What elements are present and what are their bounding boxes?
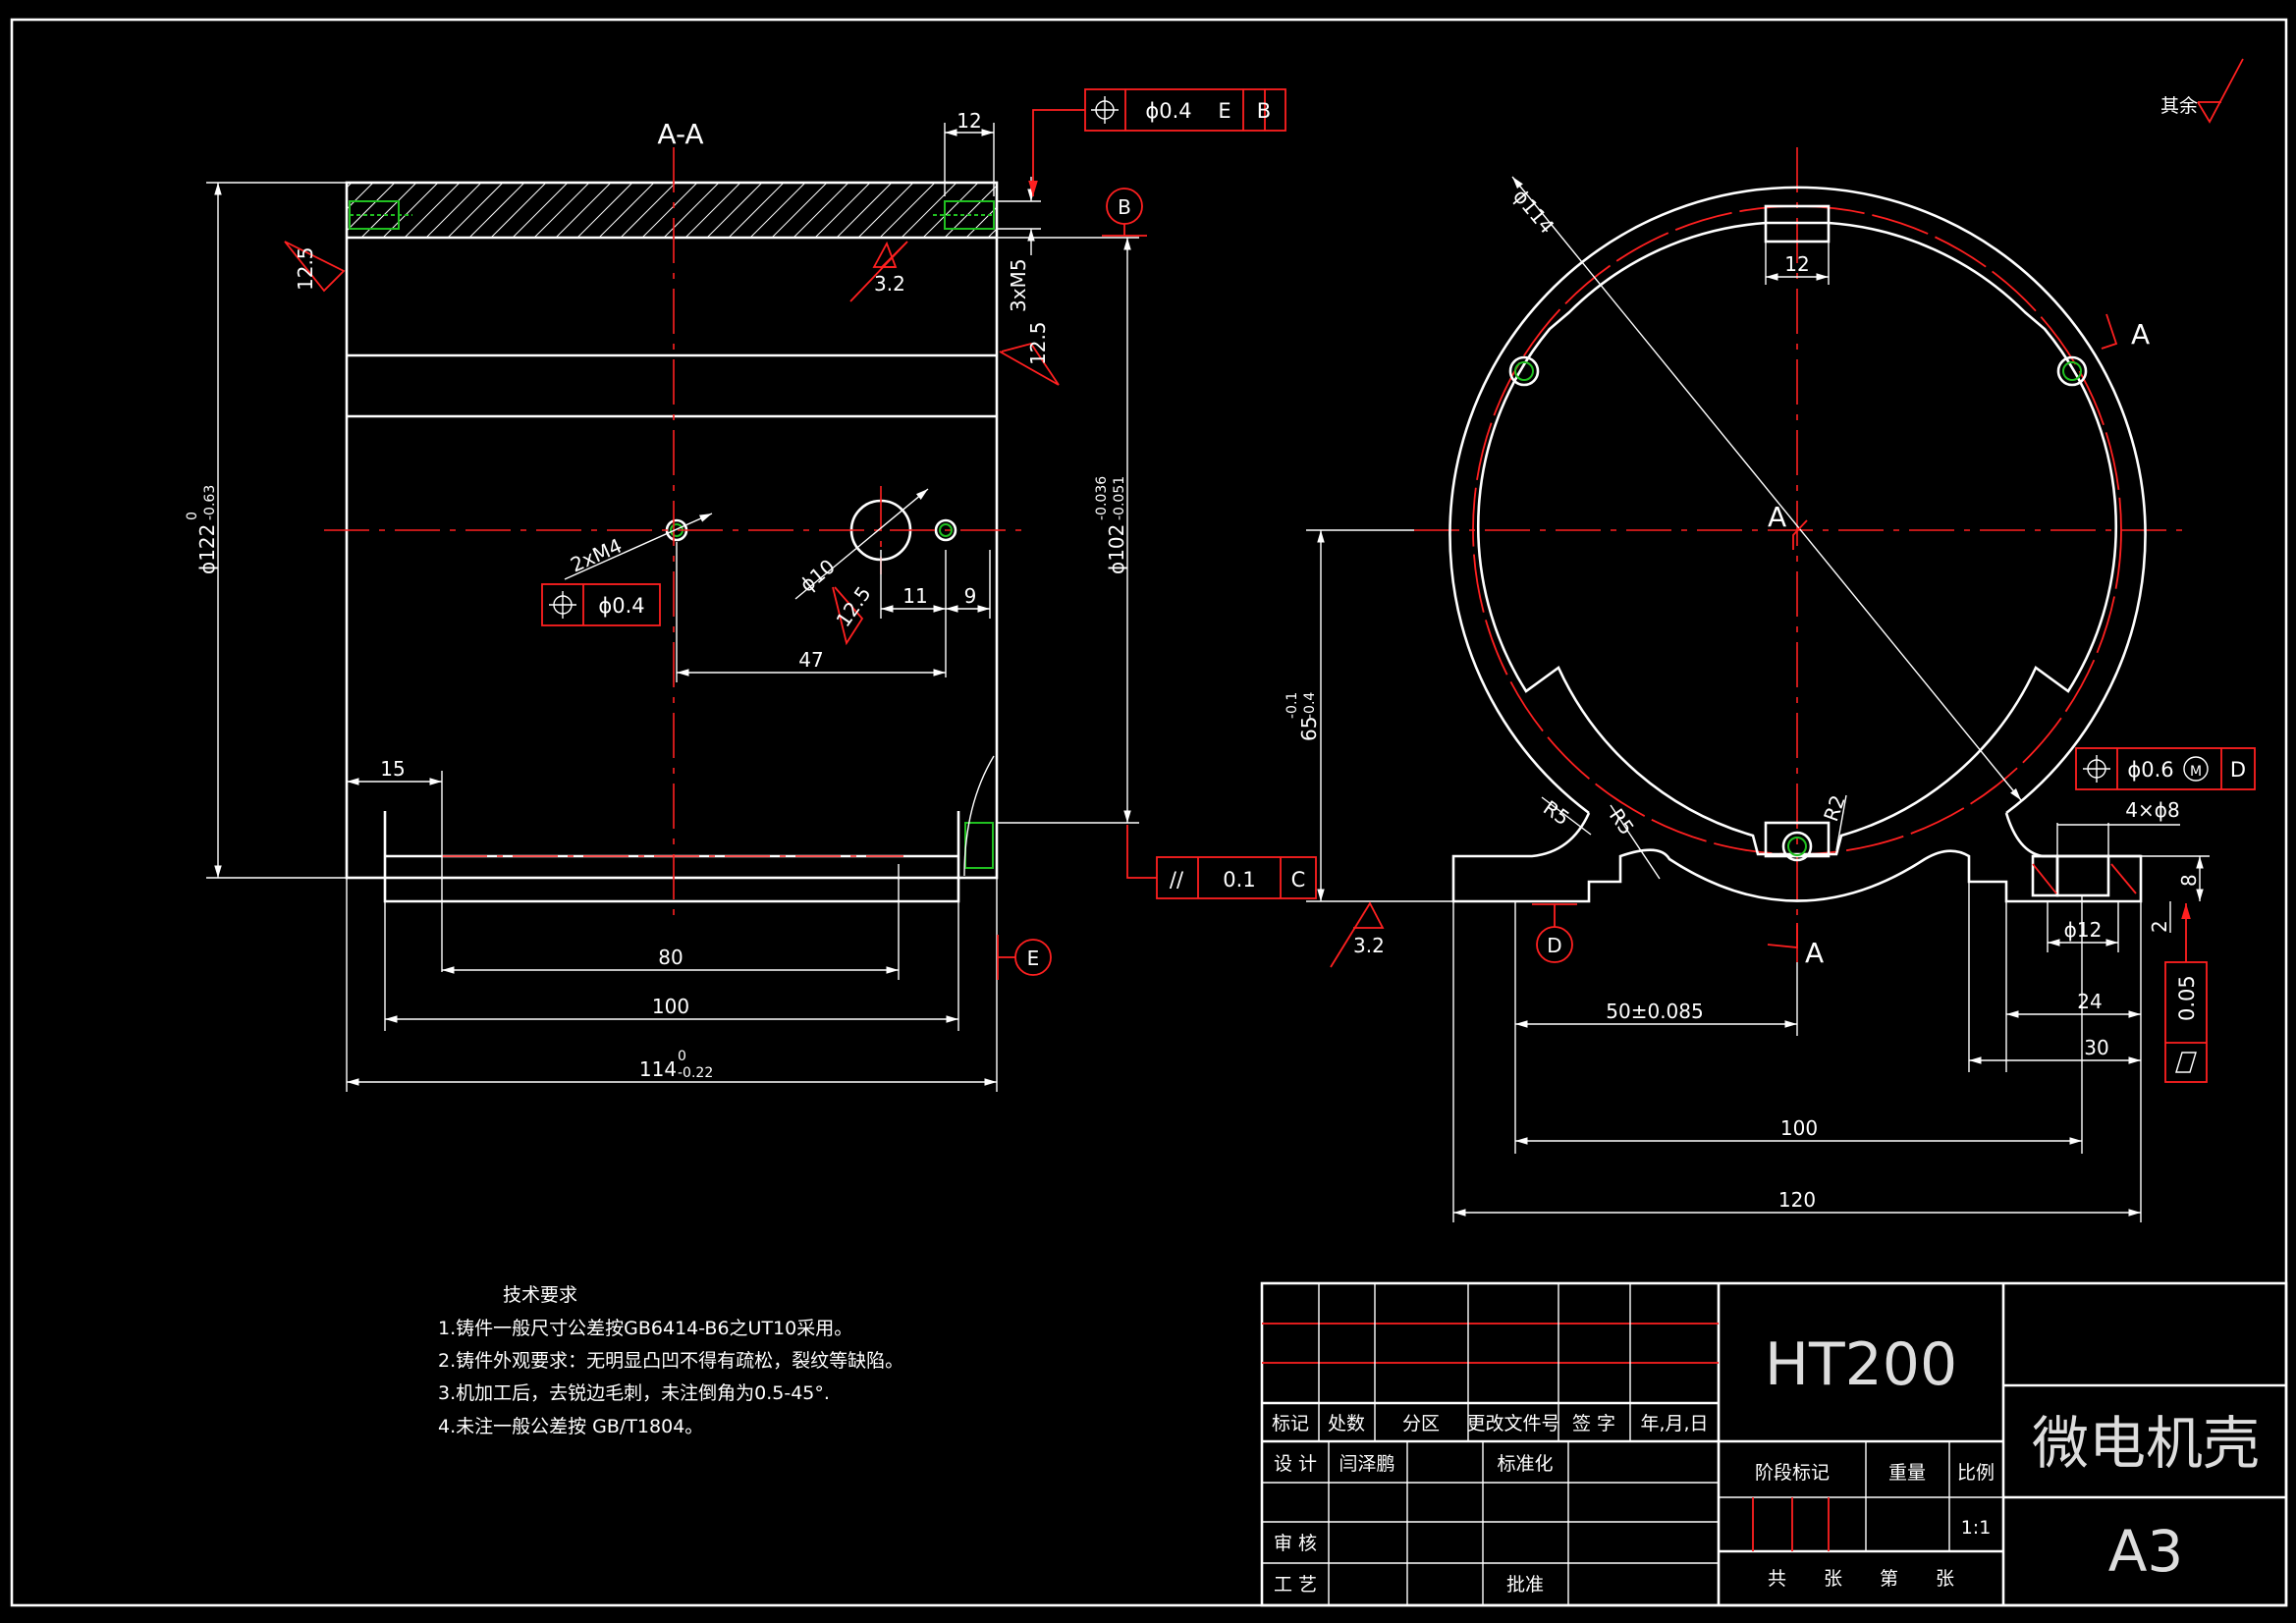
rough-125-hole: 12.5	[831, 582, 875, 631]
dim-dia-102: ϕ102	[1105, 524, 1128, 574]
fcf-par-value: 0.1	[1223, 868, 1255, 892]
tb-sheets: 共 张 第 张	[1768, 1568, 1954, 1590]
fcf-position-mid: ϕ0.4	[541, 583, 661, 626]
dim-9: 9	[964, 584, 977, 608]
dim-100-left: 100	[652, 995, 689, 1018]
dim-12-slot: 12	[1784, 252, 1809, 276]
dim-dia-114: ϕ114	[1508, 185, 1558, 239]
thread-3xm5: 3xM5	[1007, 258, 1030, 312]
fcf-mid-value: ϕ0.4	[598, 594, 644, 618]
fcf-top-value: ϕ0.4	[1145, 99, 1191, 123]
tb-standardize: 标准化	[1497, 1453, 1553, 1475]
dim-114-tol-upper: 0	[678, 1049, 686, 1064]
thread-2xm4: 2xM4	[567, 533, 626, 576]
dim-15: 15	[380, 757, 405, 781]
dim-dia-122: ϕ122	[195, 524, 219, 574]
dim-80: 80	[658, 946, 683, 969]
dim-r5-a: R5	[1539, 795, 1574, 830]
dim-12-top: 12	[957, 109, 981, 133]
tech-requirements: 技术要求 1.铸件一般尺寸公差按GB6414-B6之UT10采用。 2.铸件外观…	[438, 1284, 903, 1437]
tb-approve: 批准	[1506, 1574, 1544, 1596]
dim-2: 2	[2148, 920, 2171, 933]
dim-65: 65	[1297, 717, 1321, 741]
tb-review: 审 核	[1274, 1533, 1317, 1554]
rough-125-right: 12.5	[1026, 321, 1050, 365]
tb-design-label: 设 计	[1274, 1453, 1317, 1475]
fcf-right-modifier: M	[2190, 764, 2202, 780]
rough-32-right: 3.2	[1353, 934, 1385, 957]
tb-h-count: 处数	[1328, 1413, 1365, 1434]
tb-h-doc: 更改文件号	[1466, 1413, 1559, 1434]
dim-4x8: 4×ϕ8	[2125, 798, 2179, 822]
datum-d: D	[1547, 934, 1561, 957]
tb-material: HT200	[1765, 1330, 1957, 1399]
tb-h-mark: 标记	[1272, 1413, 1309, 1434]
section-view: A-A 12 3xM5 12.5 3.2 12.5 ϕ122 0 -0.63	[185, 88, 1317, 1092]
dim-65-tol-upper: -0.1	[1285, 692, 1300, 719]
dim-50: 50±0.085	[1606, 1000, 1703, 1023]
tb-weight: 重量	[1888, 1462, 1926, 1484]
fcf-top-datum2: B	[1257, 99, 1271, 123]
tech-item-4: 4.未注一般公差按 GB/T1804。	[438, 1416, 703, 1437]
section-marker-center: A	[1768, 501, 1786, 533]
fcf-top-datum1: E	[1218, 99, 1230, 123]
dim-120: 120	[1778, 1188, 1816, 1212]
tb-scale: 1:1	[1961, 1517, 1992, 1539]
fcf-par-datum: C	[1291, 868, 1306, 892]
tb-h-zone: 分区	[1402, 1413, 1440, 1434]
rough-other: 其余	[2160, 58, 2244, 124]
datum-b: B	[1118, 195, 1131, 219]
dim-dia-122-tol-upper: 0	[185, 512, 200, 520]
tech-item-3: 3.机加工后，去锐边毛刺，未注倒角为0.5-45°.	[438, 1382, 830, 1404]
tb-stage-mark: 阶段标记	[1755, 1462, 1830, 1484]
datum-e: E	[1027, 947, 1040, 970]
tb-designer: 闫泽鹏	[1339, 1453, 1394, 1475]
dim-8: 8	[2177, 874, 2201, 887]
fcf-position-right: ϕ0.6 M D	[2075, 747, 2256, 790]
dim-114: 114	[639, 1057, 677, 1081]
section-marker-top: A	[2131, 318, 2150, 351]
fcf-flat-value: 0.05	[2175, 975, 2199, 1021]
dim-47: 47	[798, 648, 823, 672]
dim-dia-102-tol-upper: -0.036	[1094, 476, 1110, 520]
dim-dia-12-bottom: ϕ12	[2064, 918, 2103, 942]
tb-process: 工 艺	[1274, 1574, 1317, 1596]
tb-h-sign: 签 字	[1572, 1413, 1615, 1434]
fcf-flatness: 0.05	[2164, 903, 2208, 1083]
fcf-par-symbol: //	[1170, 868, 1184, 892]
section-title: A-A	[657, 118, 703, 150]
dim-65-tol-lower: -0.4	[1302, 692, 1318, 719]
fcf-parallelism: // 0.1 C	[1126, 825, 1317, 899]
dim-24: 24	[2077, 990, 2102, 1013]
title-block: HT200 微电机壳 A3 标记 处数 分区 更改文件号 签 字 年,月,日 设…	[1260, 1281, 2288, 1607]
fcf-right-datum: D	[2230, 758, 2246, 782]
dim-dia-122-tol-lower: -0.63	[202, 485, 218, 520]
tb-part-name: 微电机壳	[2032, 1410, 2260, 1477]
rough-32-top: 3.2	[874, 272, 905, 296]
dim-30: 30	[2084, 1036, 2108, 1059]
dim-dia-102-tol-lower: -0.051	[1112, 476, 1127, 520]
rough-other-label: 其余	[2160, 95, 2198, 117]
front-view: ϕ114 12 A A A 65 -0.1 -0.4 3.2 R5 R5 R2 …	[1285, 147, 2256, 1222]
tb-sheet-size: A3	[2108, 1518, 2184, 1585]
section-marker-bottom: A	[1805, 937, 1824, 969]
section-hatch	[347, 183, 997, 238]
tech-item-2: 2.铸件外观要求：无明显凸凹不得有疏松，裂纹等缺陷。	[438, 1350, 903, 1372]
tb-h-date: 年,月,日	[1640, 1413, 1708, 1434]
rough-125-left: 12.5	[294, 246, 317, 291]
fcf-position-top: ϕ0.4 E B	[1028, 88, 1286, 196]
outer-frame	[10, 18, 2288, 1607]
dim-114-tol-lower: -0.22	[678, 1065, 713, 1081]
dim-11: 11	[902, 584, 927, 608]
tb-scale-label: 比例	[1957, 1462, 1995, 1484]
tech-item-1: 1.铸件一般尺寸公差按GB6414-B6之UT10采用。	[438, 1318, 852, 1339]
dim-100-right: 100	[1780, 1116, 1818, 1140]
fcf-right-value: ϕ0.6	[2127, 758, 2173, 782]
tech-title: 技术要求	[503, 1284, 577, 1306]
